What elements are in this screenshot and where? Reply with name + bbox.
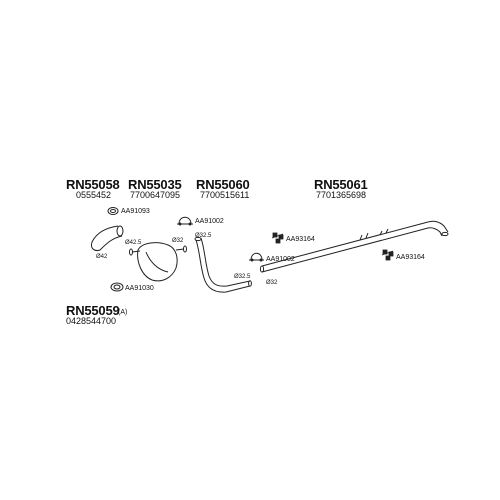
group-oem-number: 7700647095 xyxy=(130,190,181,200)
muffler xyxy=(129,242,187,282)
group-oem-number: 7701365698 xyxy=(316,190,367,200)
part-number-label: AA93164 xyxy=(396,254,425,261)
group-ref-label: RN55059 xyxy=(66,303,120,318)
part-number-label: AA91002 xyxy=(266,256,295,263)
group-oem-number: 0555452 xyxy=(76,190,112,200)
clamp-aa91030-icon xyxy=(110,282,124,292)
group-oem-number: 7700515611 xyxy=(200,190,250,200)
part-number-label: AA91093 xyxy=(121,208,150,215)
clamp-aa91002-middle-icon xyxy=(249,252,264,262)
part-number-label: AA91030 xyxy=(125,285,154,292)
group-ref-label: RN55061 xyxy=(314,177,368,192)
front-pipe xyxy=(91,225,124,251)
diameter-label: Ø42 xyxy=(96,254,108,260)
diameter-label: Ø42.5 xyxy=(125,240,142,246)
group-ref-label: RN55060 xyxy=(196,177,250,192)
group-ref-label: RN55035 xyxy=(128,177,182,192)
part-number-label: AA91002 xyxy=(195,218,224,225)
diameter-label: Ø32 xyxy=(266,280,278,286)
rubber-mount-aa93164-icon xyxy=(271,232,284,244)
clamp-aa91093-icon xyxy=(107,207,119,215)
diameter-label: Ø32.5 xyxy=(195,233,212,239)
clamp-aa91002-icon xyxy=(177,216,193,226)
group-note: (A) xyxy=(118,309,128,316)
part-number-label: AA93164 xyxy=(286,236,315,243)
diameter-label: Ø32.5 xyxy=(234,274,251,280)
group-oem-number: 0428544700 xyxy=(66,316,117,326)
diameter-label: Ø32 xyxy=(172,238,184,244)
intermediate-pipe xyxy=(194,236,252,293)
rubber-mount-aa93164-right-icon xyxy=(381,249,394,261)
group-ref-label: RN55058 xyxy=(66,177,120,192)
tail-pipe xyxy=(259,220,449,273)
